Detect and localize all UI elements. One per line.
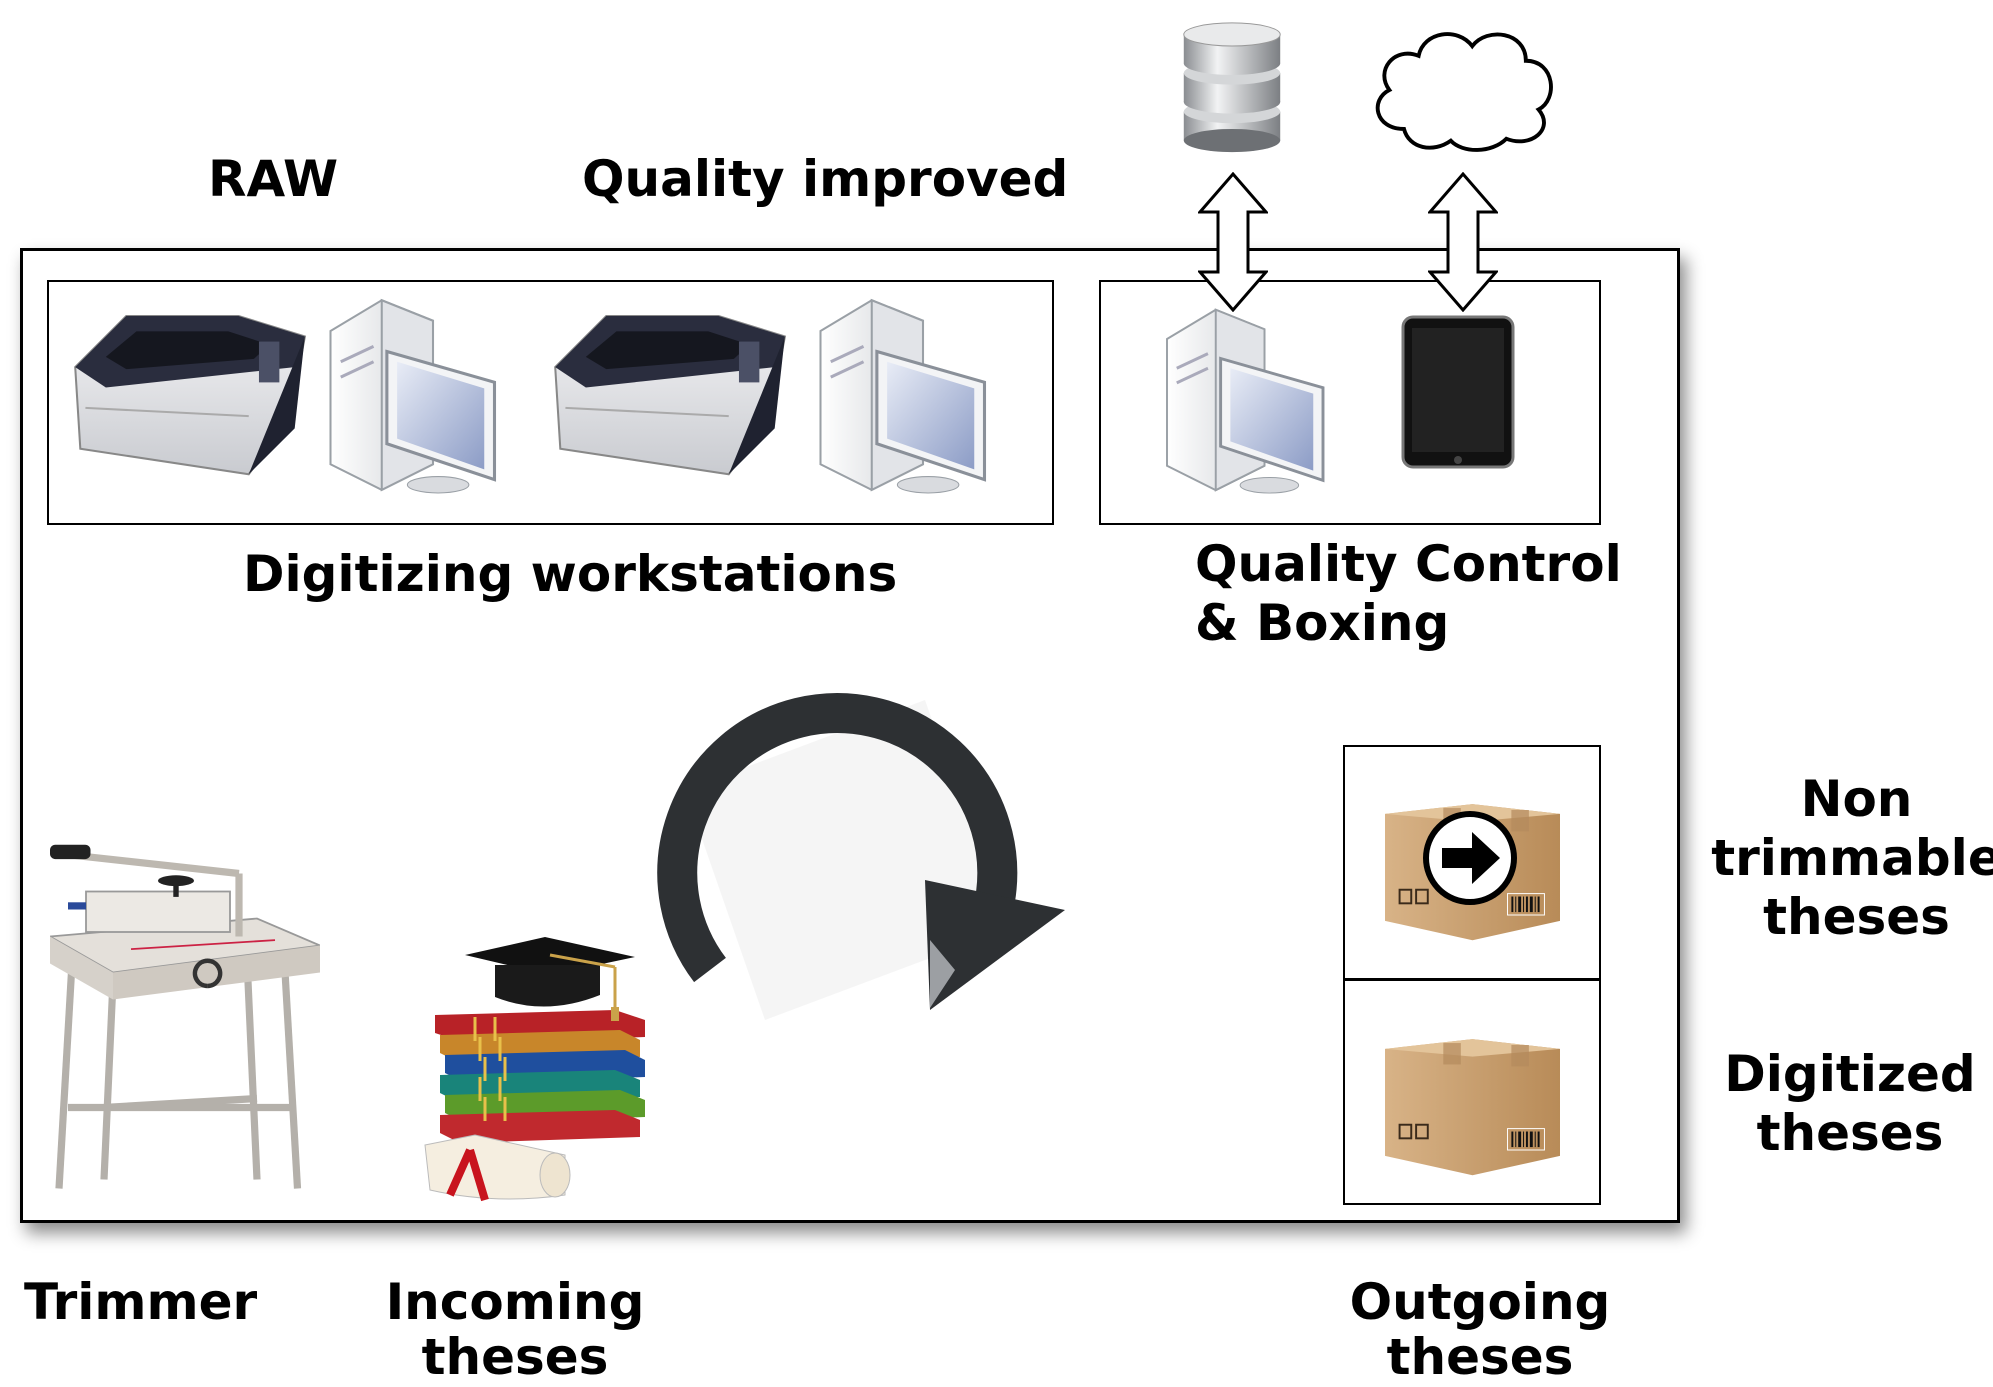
- quality-control-label-line1: Quality Control: [1195, 535, 1622, 593]
- cardboard-box-icon: [1375, 1010, 1570, 1185]
- cycle-arrow-icon: [625, 640, 1065, 1080]
- incoming-theses-label-line2: theses: [421, 1328, 609, 1386]
- database-double-arrow-icon: [1198, 172, 1268, 312]
- paper-trimmer-icon: [50, 825, 320, 1210]
- incoming-theses-label-line1: Incoming: [385, 1273, 645, 1331]
- digitized-label-line1: Digitized: [1724, 1045, 1976, 1103]
- scanner-icon: [545, 295, 790, 480]
- computer-icon: [810, 290, 995, 495]
- computer-icon: [320, 290, 505, 495]
- quality-improved-label: Quality improved: [582, 150, 1069, 208]
- non-trimmable-label-line3: theses: [1763, 888, 1950, 946]
- scanner-icon: [65, 295, 310, 480]
- computer-icon: [1155, 300, 1335, 495]
- outgoing-theses-label-line2: theses: [1386, 1328, 1574, 1386]
- arrow-right-icon: [1420, 808, 1520, 908]
- tablet-icon: [1398, 312, 1518, 472]
- books-graduation-cap-icon: [415, 925, 655, 1205]
- quality-control-label-line2: & Boxing: [1195, 594, 1450, 652]
- outgoing-boxes-divider: [1343, 978, 1601, 981]
- non-trimmable-label-line1: Non: [1800, 770, 1913, 828]
- raw-label: RAW: [208, 150, 339, 208]
- digitizing-workstations-label: Digitizing workstations: [243, 545, 898, 603]
- digitized-label-line2: theses: [1756, 1104, 1944, 1162]
- non-trimmable-label-line2: trimmable: [1711, 829, 1993, 887]
- cloud-icon: [1365, 20, 1560, 160]
- trimmer-label: Trimmer: [24, 1273, 258, 1331]
- cloud-double-arrow-icon: [1428, 172, 1498, 312]
- database-icon: [1172, 20, 1292, 155]
- outgoing-theses-label-line1: Outgoing: [1349, 1273, 1611, 1331]
